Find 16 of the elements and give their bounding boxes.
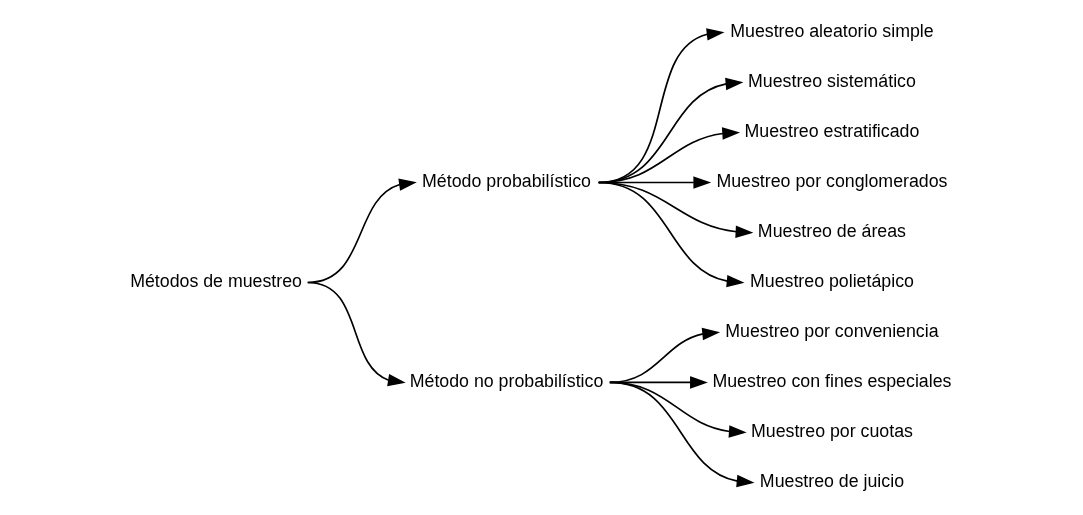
node-text: Muestreo por conglomerados — [716, 170, 948, 191]
node-text: Muestreo de juicio — [759, 470, 905, 491]
arrow — [597, 181, 745, 288]
node-text: Métodos de muestreo — [130, 270, 302, 291]
node-text: Muestreo de áreas — [757, 220, 907, 241]
arrow — [608, 381, 755, 488]
node-text: Muestreo por conveniencia — [725, 320, 939, 341]
node-text: Muestreo con fines especiales — [712, 370, 952, 391]
node-text: Método no probabilístico — [409, 370, 604, 391]
node-text: Muestreo polietápico — [749, 270, 914, 291]
node-text: Muestreo aleatorio simple — [730, 20, 934, 41]
node-text: Muestreo por cuotas — [750, 420, 913, 441]
node-text: Muestreo sistemático — [748, 70, 916, 91]
node-text: Método probabilístico — [422, 170, 591, 191]
node-text: Muestreo estratificado — [744, 120, 920, 141]
arrow — [306, 281, 406, 387]
